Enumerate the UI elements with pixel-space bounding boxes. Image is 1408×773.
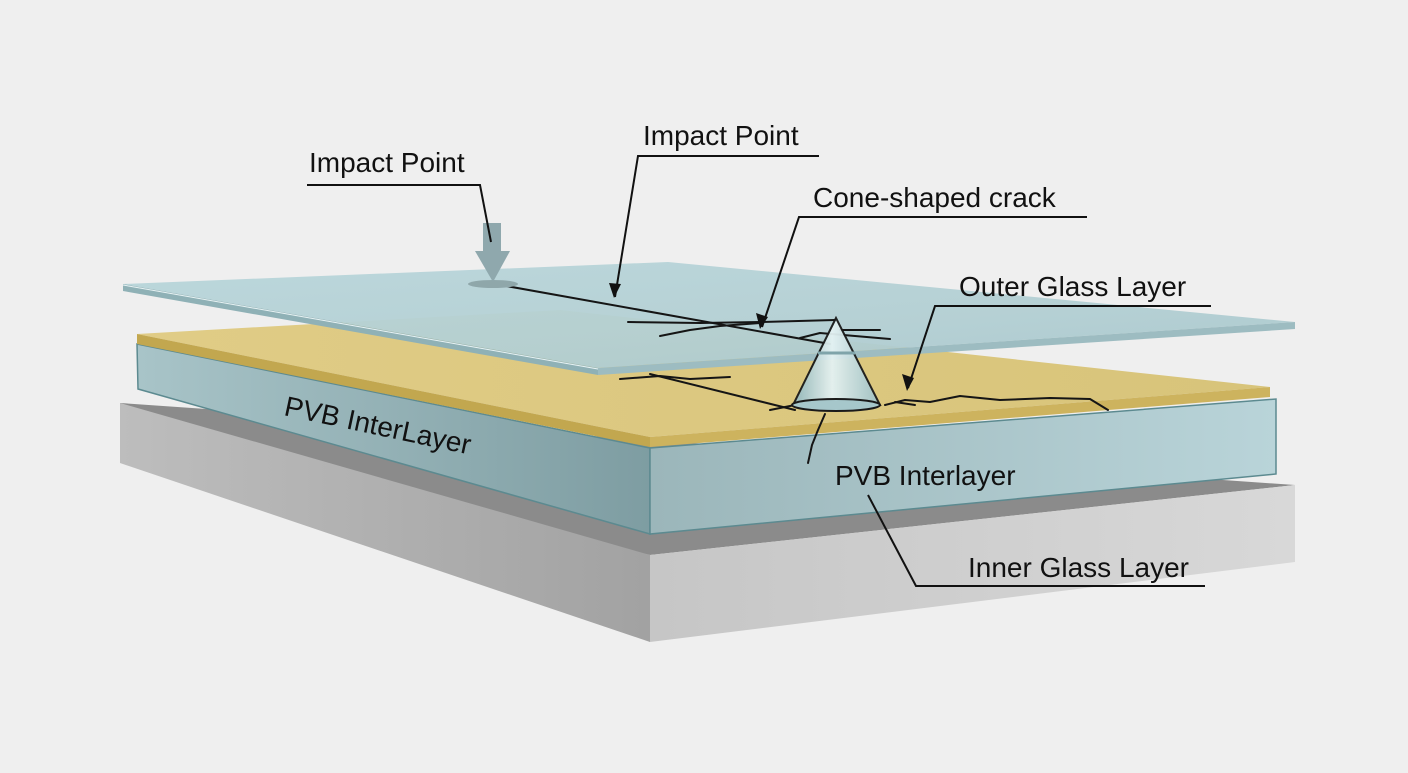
cone-base bbox=[791, 398, 881, 412]
inner-glass-side-face bbox=[120, 403, 650, 642]
impact-point-marker bbox=[468, 223, 518, 288]
outer-glass-layer bbox=[122, 262, 1295, 375]
interlayer-block bbox=[136, 343, 1277, 535]
arrowhead-outer-glass bbox=[902, 374, 914, 391]
label-impact-point-left: Impact Point bbox=[309, 147, 465, 178]
impact-arrow-shaft bbox=[483, 223, 501, 251]
cone-crack bbox=[791, 315, 882, 412]
outer-glass-top-face bbox=[123, 262, 1295, 368]
arrowhead-impact-top bbox=[609, 283, 621, 298]
outer-glass-edge-left bbox=[123, 284, 598, 375]
impact-arrow-head bbox=[475, 251, 510, 282]
leader-impact-left bbox=[307, 184, 492, 243]
leader-lines bbox=[307, 155, 1211, 587]
leader-outer-glass bbox=[907, 305, 1211, 389]
pvb-front-edge bbox=[137, 334, 650, 447]
arrowhead-cone bbox=[756, 313, 768, 329]
outer-glass-edge-right bbox=[598, 322, 1295, 375]
pvb-right-edge bbox=[650, 387, 1270, 447]
leader-inner-glass bbox=[867, 494, 1205, 587]
impact-spot bbox=[468, 280, 518, 288]
glass-cracks bbox=[494, 283, 891, 345]
pvb-cracks bbox=[619, 373, 1109, 464]
leader-cone bbox=[761, 216, 1087, 328]
label-inner-glass-layer: Inner Glass Layer bbox=[968, 552, 1189, 583]
interlayer-front-face bbox=[649, 398, 1277, 535]
label-pvb-interlayer-front: PVB Interlayer bbox=[835, 460, 1016, 491]
leader-impact-top bbox=[614, 155, 819, 298]
outer-glass-highlight bbox=[122, 284, 599, 370]
label-outer-glass-layer: Outer Glass Layer bbox=[959, 271, 1186, 302]
label-cone-shaped-crack: Cone-shaped crack bbox=[813, 182, 1057, 213]
label-impact-point-top: Impact Point bbox=[643, 120, 799, 151]
inner-glass-front-face bbox=[650, 485, 1295, 642]
